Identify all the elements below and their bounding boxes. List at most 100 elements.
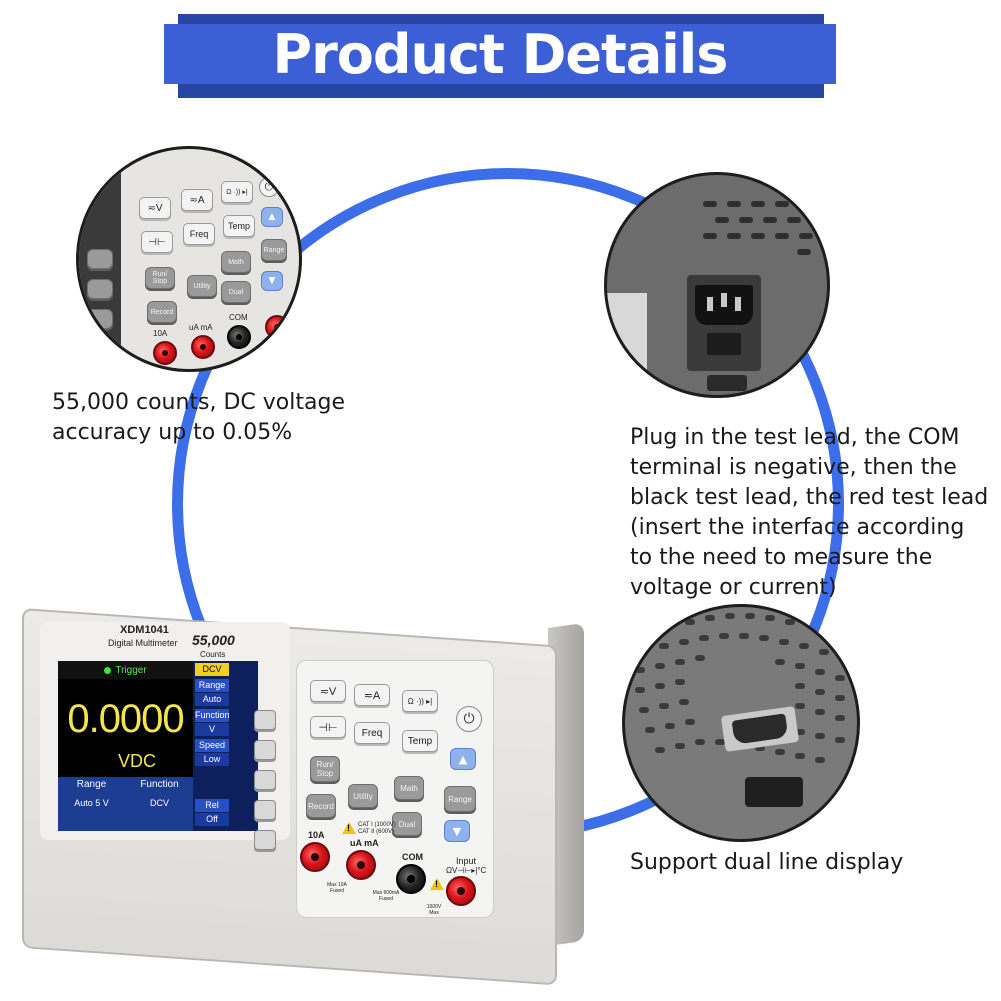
rear-vent-holes — [635, 613, 845, 763]
vent-slots — [703, 201, 819, 255]
softkey-4[interactable] — [254, 800, 276, 820]
closeup-softkey — [87, 279, 113, 299]
ua-ma-jack[interactable] — [346, 850, 376, 880]
softkey-1[interactable] — [254, 710, 276, 730]
closeup-10a-jack — [153, 341, 177, 365]
ua-ma-label: uA mA — [350, 838, 379, 848]
freq-key[interactable]: Freq — [354, 722, 390, 744]
max-1000v-label: 1000V Max — [426, 904, 442, 916]
caption-line: voltage or current) — [630, 575, 837, 600]
menu-item: DCV — [195, 663, 229, 676]
menu-item: V — [195, 723, 229, 736]
input-jack[interactable] — [446, 876, 476, 906]
temp-key[interactable]: Temp — [402, 730, 438, 752]
input-label: Input — [456, 856, 477, 866]
utility-key[interactable]: Utility — [348, 784, 378, 808]
closeup-utility-key: Utility — [187, 275, 217, 297]
run-stop-key[interactable]: Run/ Stop — [310, 756, 340, 782]
softkey-3[interactable] — [254, 770, 276, 790]
menu-item: Range — [195, 679, 229, 692]
model-subtitle: Digital Multimeter — [108, 638, 178, 648]
triangle-up-icon[interactable]: ▲ — [450, 748, 476, 770]
counts-sublabel: Counts — [200, 650, 226, 659]
inlet-device-side — [607, 293, 647, 395]
closeup-triangle-down-icon: ▼ — [261, 271, 283, 291]
main-reading-area: Trigger 0.0000 VDC Range Function Auto 5… — [58, 661, 193, 831]
closeup-run-stop-key: Run/ Stop — [145, 267, 175, 289]
status-header-function: Function — [140, 779, 179, 790]
caption-line: (insert the interface according — [630, 515, 965, 540]
closeup-freq-key: Freq — [183, 223, 215, 245]
triangle-down-icon[interactable]: ▼ — [444, 820, 470, 842]
keypad-closeup-bubble: ≂V ≂A Ω ·)) ▸| ⏻ ⊣⊢ Freq Temp ▲ Run/ Sto… — [76, 146, 302, 372]
lcd-screen: Trigger 0.0000 VDC Range Function Auto 5… — [58, 661, 258, 831]
closeup-input-jack — [265, 315, 289, 339]
caption-line: 55,000 counts, DC voltage — [52, 390, 345, 415]
closeup-temp-key: Temp — [223, 215, 255, 237]
status-header-range: Range — [76, 779, 107, 790]
math-key[interactable]: Math — [394, 776, 424, 800]
closeup-ma-jack — [191, 335, 215, 359]
caption-line: black test lead, the red test lead — [630, 485, 989, 510]
warning-triangle-icon — [342, 822, 356, 834]
closeup-softkey — [87, 249, 113, 269]
caption-line: to the need to measure the — [630, 545, 933, 570]
rs232-port-bubble — [622, 604, 860, 842]
range-key[interactable]: Range — [444, 786, 476, 812]
dual-key[interactable]: Dual — [392, 812, 422, 836]
cat-rating-label: CAT I (1000V) CAT II (600V) — [358, 822, 396, 835]
warning-triangle-icon — [430, 878, 444, 890]
trigger-text: Trigger — [115, 664, 147, 676]
closeup-10a-label: 10A — [153, 329, 168, 338]
menu-item: Function — [195, 709, 230, 722]
db9-connector — [731, 713, 789, 745]
main-reading: 0.0000 — [67, 697, 184, 741]
power-inlet-bubble — [604, 172, 830, 398]
softkey-2[interactable] — [254, 740, 276, 760]
capacitance-key[interactable]: ⊣⊢ — [310, 716, 346, 738]
closeup-com-jack — [227, 325, 251, 349]
max-10a-label: Max 10A Fused — [327, 882, 347, 894]
iec-socket — [695, 285, 753, 325]
com-jack[interactable] — [396, 864, 426, 894]
banner: Product Details — [164, 22, 836, 86]
dcv-key[interactable]: ≂V — [310, 680, 346, 702]
softkey-menu: DCV Range Auto Function V Speed Low Rel … — [193, 661, 258, 831]
status-value-range: Auto 5 V — [74, 798, 109, 808]
closeup-cap-key: ⊣⊢ — [141, 231, 173, 253]
model-label: XDM1041 — [120, 624, 169, 636]
caption-line: terminal is negative, then the — [630, 455, 957, 480]
closeup-math-key: Math — [221, 251, 251, 273]
softkey-5[interactable] — [254, 830, 276, 850]
menu-item: Low — [195, 753, 229, 766]
10a-label: 10A — [308, 830, 325, 840]
dca-key[interactable]: ≂A — [354, 684, 390, 706]
closeup-dca-key: ≂A — [181, 189, 213, 211]
test-lead-caption: Plug in the test lead, the COM terminal … — [630, 423, 988, 603]
closeup-softkey — [87, 309, 113, 329]
ohm-key[interactable]: Ω ·)) ▸| — [402, 690, 438, 712]
10a-jack[interactable] — [300, 842, 330, 872]
closeup-ohm-key: Ω ·)) ▸| — [221, 181, 253, 203]
closeup-dcv-key: ≂V — [139, 197, 171, 219]
closeup-dual-key: Dual — [221, 281, 251, 303]
caption-line: Plug in the test lead, the COM — [630, 425, 960, 450]
max-ma-label: Max 600mA Fused — [372, 890, 400, 902]
trigger-indicator: Trigger — [58, 661, 193, 679]
page-title: Product Details — [272, 22, 729, 86]
record-key[interactable]: Record — [306, 794, 336, 818]
menu-item: Off — [195, 813, 229, 826]
closeup-record-key: Record — [147, 301, 177, 323]
caption-line: accuracy up to 0.05% — [52, 420, 293, 445]
iec-pin — [721, 293, 727, 307]
counts-caption: 55,000 counts, DC voltage accuracy up to… — [52, 388, 345, 448]
status-value-function: DCV — [149, 798, 169, 808]
closeup-com-label: COM — [229, 313, 248, 322]
menu-item: Rel — [195, 799, 229, 812]
iec-pin — [707, 297, 713, 311]
rear-foot — [745, 777, 803, 807]
closeup-ua-ma-label: uA mA — [189, 323, 213, 332]
menu-item: Speed — [195, 739, 229, 752]
com-label: COM — [402, 852, 423, 862]
power-icon[interactable]: ⏻ — [456, 706, 482, 732]
